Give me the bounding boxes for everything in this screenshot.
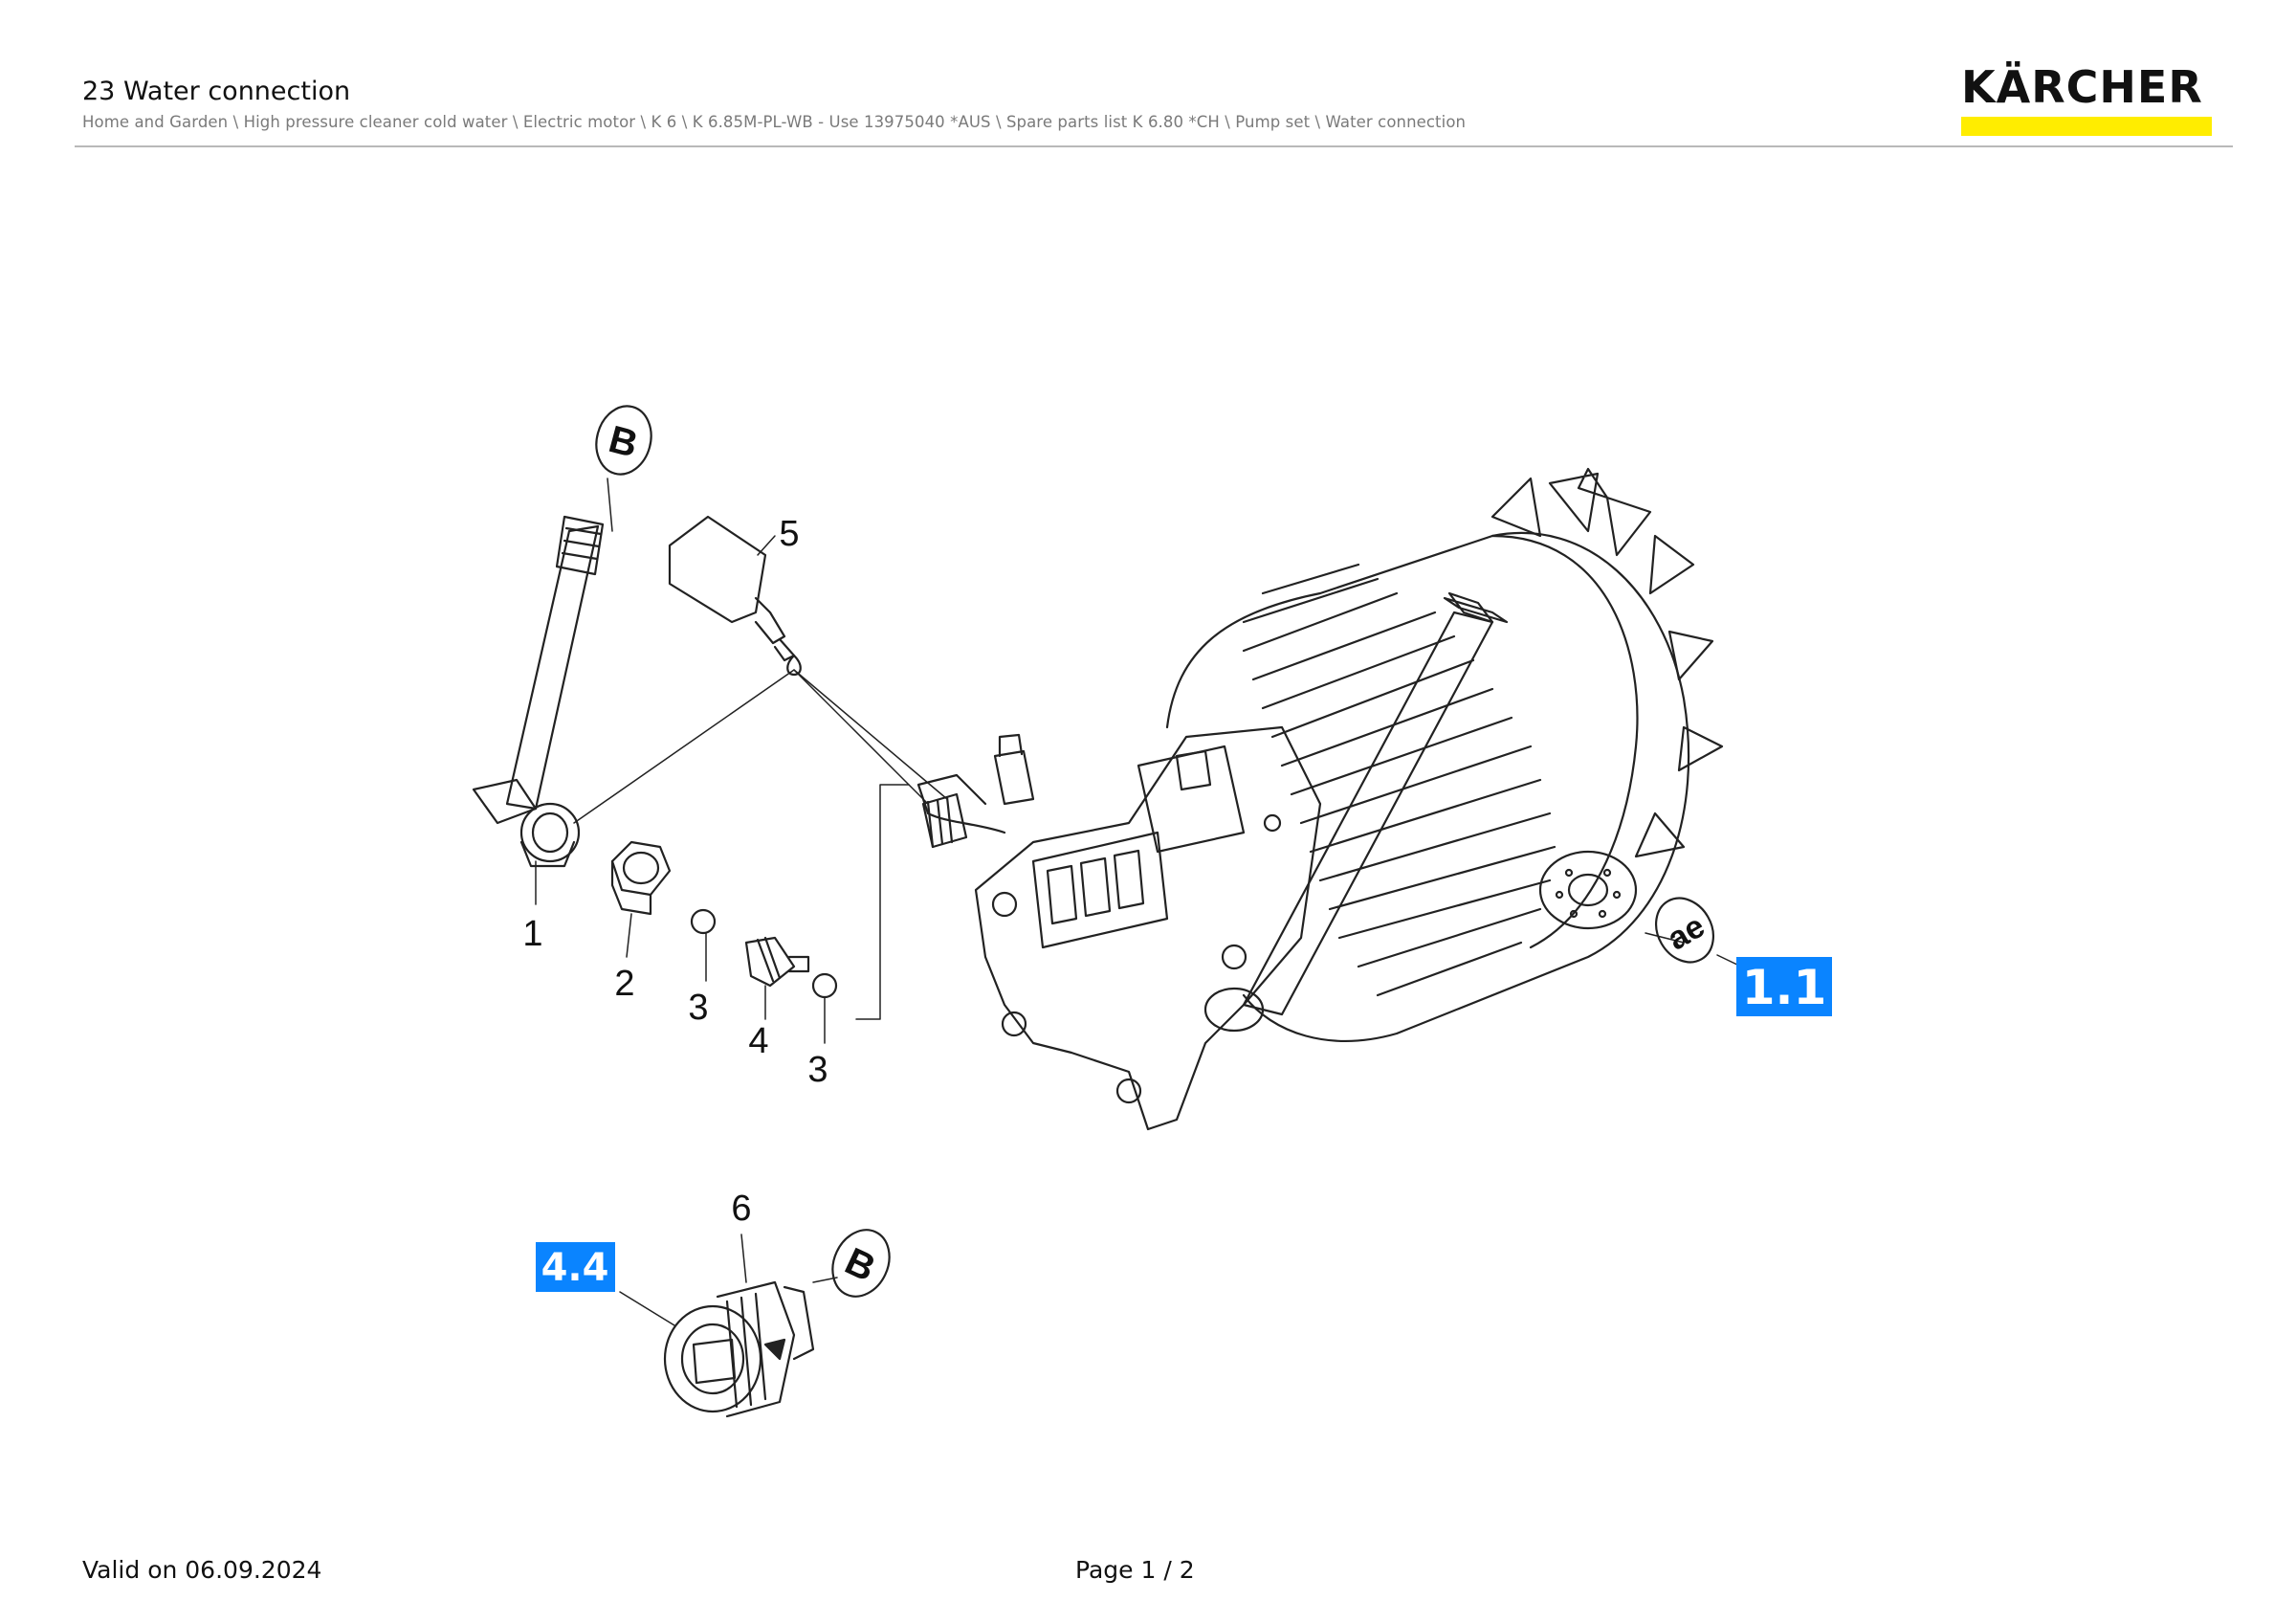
connector-oval-ae bbox=[1654, 897, 1715, 964]
leader-lines bbox=[535, 478, 1742, 1326]
ref-badge-4-4-label: 4.4 bbox=[541, 1246, 609, 1290]
page-title: 23 Water connection bbox=[82, 77, 351, 106]
callout-5: 5 bbox=[779, 514, 799, 554]
part-3-o-ring-a bbox=[690, 908, 717, 935]
part-2-nut bbox=[610, 840, 672, 916]
callout-6: 6 bbox=[731, 1189, 751, 1229]
part-1-elbow-pipe bbox=[472, 515, 605, 868]
valid-date: Valid on 06.09.2024 bbox=[82, 1556, 322, 1584]
pump-head bbox=[916, 725, 1322, 1131]
header-divider bbox=[75, 145, 2233, 147]
brand-wordmark: KÄRCHER bbox=[1961, 61, 2203, 113]
part-6-coupling bbox=[663, 1280, 815, 1418]
connector-label-b-top: B bbox=[605, 418, 642, 466]
connector-oval-b-bottom bbox=[831, 1229, 891, 1298]
callout-3a: 3 bbox=[688, 988, 708, 1028]
callout-2: 2 bbox=[614, 964, 634, 1004]
callout-1: 1 bbox=[522, 914, 542, 954]
pressure-hose bbox=[1203, 591, 1509, 1033]
connector-label-ae: ae bbox=[1662, 908, 1711, 958]
brand-bar bbox=[1961, 117, 2212, 136]
karcher-logo: KÄRCHER bbox=[1961, 63, 2212, 136]
part-4-nipple bbox=[744, 936, 810, 988]
callout-3b: 3 bbox=[807, 1050, 828, 1090]
connector-oval-b-top bbox=[595, 405, 652, 476]
page-number: Page 1 / 2 bbox=[1075, 1556, 1195, 1584]
callout-4: 4 bbox=[748, 1021, 768, 1061]
breadcrumb: Home and Garden \ High pressure cleaner … bbox=[82, 113, 1467, 131]
connector-label-b-bottom: B bbox=[839, 1240, 882, 1290]
part-3-o-ring-b bbox=[811, 972, 838, 999]
ref-badge-1-1-label: 1.1 bbox=[1742, 960, 1827, 1015]
motor-housing bbox=[1165, 467, 1724, 1042]
ref-badge-4-4[interactable]: 4.4 bbox=[536, 1242, 615, 1292]
ref-badge-1-1[interactable]: 1.1 bbox=[1736, 957, 1832, 1016]
part-5-sealant-tube bbox=[668, 515, 802, 677]
